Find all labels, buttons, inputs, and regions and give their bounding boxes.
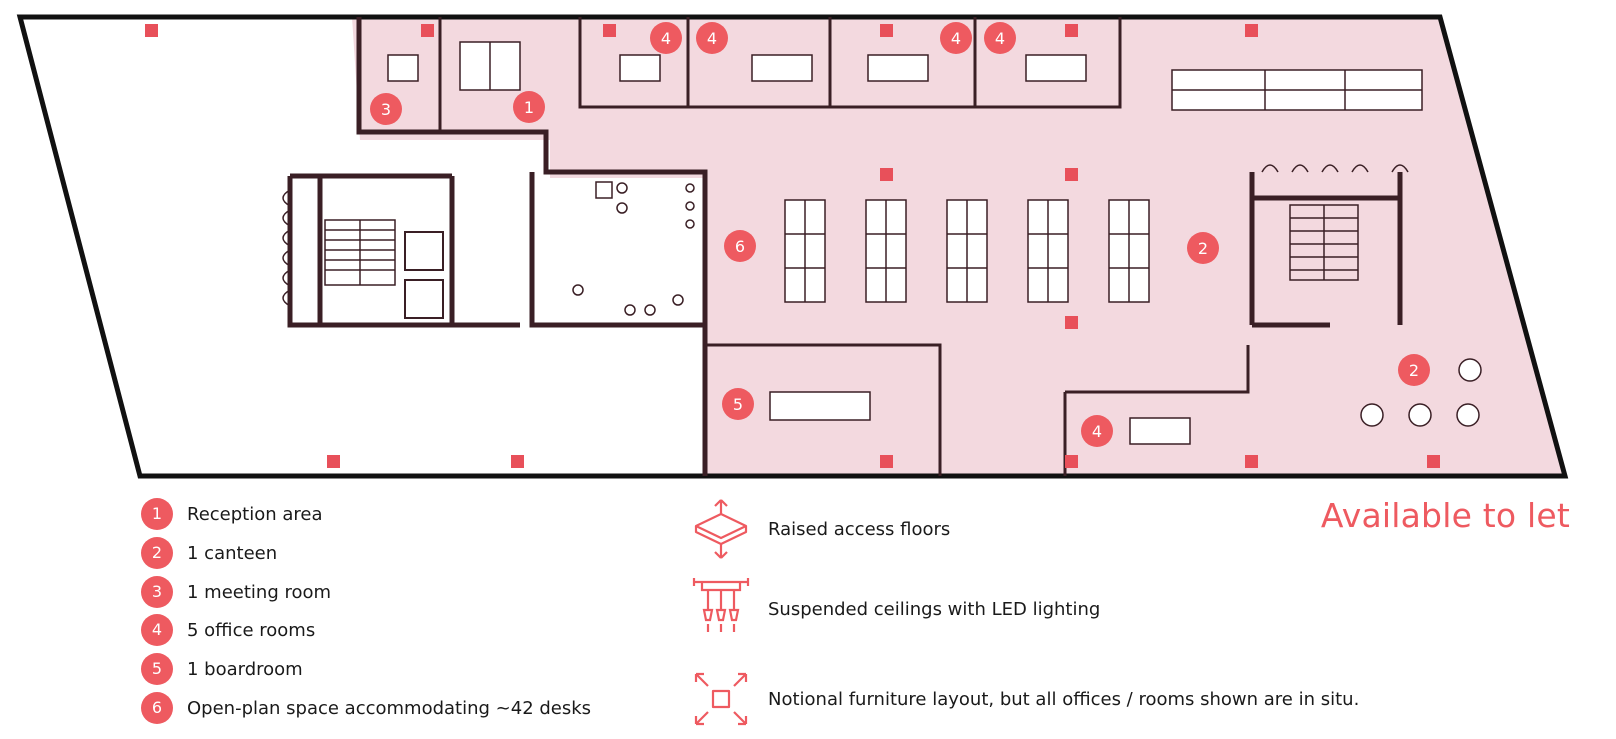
- pillars: [145, 24, 1440, 468]
- feature-label: Notional furniture layout, but all offic…: [768, 688, 1360, 710]
- svg-text:5: 5: [733, 395, 743, 414]
- canteen-tables: [1360, 358, 1482, 427]
- room-badge: 4: [650, 22, 682, 54]
- legend-label: Reception area: [187, 503, 323, 525]
- room-badge: 2: [1187, 232, 1219, 264]
- room-badge: 4: [1081, 415, 1113, 447]
- svg-text:3: 3: [381, 100, 391, 119]
- room-badge: 6: [724, 230, 756, 262]
- svg-text:4: 4: [661, 29, 671, 48]
- svg-text:4: 4: [995, 29, 1005, 48]
- legend-item-open-plan: 6 Open-plan space accommodating ~42 desk…: [141, 692, 591, 724]
- legend-item-canteen: 2 1 canteen: [141, 537, 277, 569]
- legend-badge: 4: [141, 614, 173, 646]
- meeting-tables: [387, 41, 1191, 445]
- legend-item-boardroom: 5 1 boardroom: [141, 653, 303, 685]
- room-badge: 2: [1398, 354, 1430, 386]
- room-badge: 4: [696, 22, 728, 54]
- floor-plan: 3 1 4 4 4 4 6 2 5 4 2: [16, 14, 1569, 479]
- availability-status: Available to let: [1320, 496, 1570, 535]
- legend-label: 1 meeting room: [187, 581, 332, 603]
- svg-text:1: 1: [524, 98, 534, 117]
- svg-text:6: 6: [735, 237, 745, 256]
- legend-badge: 1: [141, 498, 173, 530]
- feature-suspended-ceilings: Suspended ceilings with LED lighting: [690, 576, 1100, 642]
- legend-label: 5 office rooms: [187, 619, 316, 641]
- svg-text:4: 4: [707, 29, 717, 48]
- washroom-fixtures: [572, 181, 695, 316]
- room-badge: 4: [940, 22, 972, 54]
- desk-clusters: [784, 69, 1423, 303]
- svg-text:4: 4: [1092, 422, 1102, 441]
- staircase-left: [324, 219, 396, 286]
- windows: [282, 164, 1409, 307]
- lifts: [404, 231, 444, 319]
- feature-furniture-layout: Notional furniture layout, but all offic…: [690, 666, 1359, 732]
- feature-raised-floors: Raised access floors: [690, 496, 950, 562]
- furniture-layout-icon: [694, 672, 748, 726]
- legend-label: 1 boardroom: [187, 658, 303, 680]
- legend-badge: 5: [141, 653, 173, 685]
- ceiling-light-icon: [692, 578, 750, 632]
- legend-badge: 3: [141, 576, 173, 608]
- svg-text:2: 2: [1409, 361, 1419, 380]
- partition-walls: [438, 17, 1250, 476]
- staircase-right: [1289, 204, 1359, 281]
- legend-item-office-rooms: 4 5 office rooms: [141, 614, 315, 646]
- legend-label: Open-plan space accommodating ~42 desks: [187, 697, 592, 719]
- legend-item-reception: 1 Reception area: [141, 498, 323, 530]
- room-badge: 3: [370, 93, 402, 125]
- room-badge: 1: [513, 91, 545, 123]
- building-outline: [16, 14, 1569, 479]
- room-badge: 5: [722, 388, 754, 420]
- svg-text:4: 4: [951, 29, 961, 48]
- legend-label: 1 canteen: [187, 542, 278, 564]
- feature-label: Suspended ceilings with LED lighting: [768, 598, 1101, 620]
- raised-floor-icon: [694, 499, 748, 559]
- legend-badge: 2: [141, 537, 173, 569]
- feature-label: Raised access floors: [768, 518, 951, 540]
- legend-item-meeting-room: 3 1 meeting room: [141, 576, 331, 608]
- legend-badge: 6: [141, 692, 173, 724]
- svg-text:2: 2: [1198, 239, 1208, 258]
- room-badge: 4: [984, 22, 1016, 54]
